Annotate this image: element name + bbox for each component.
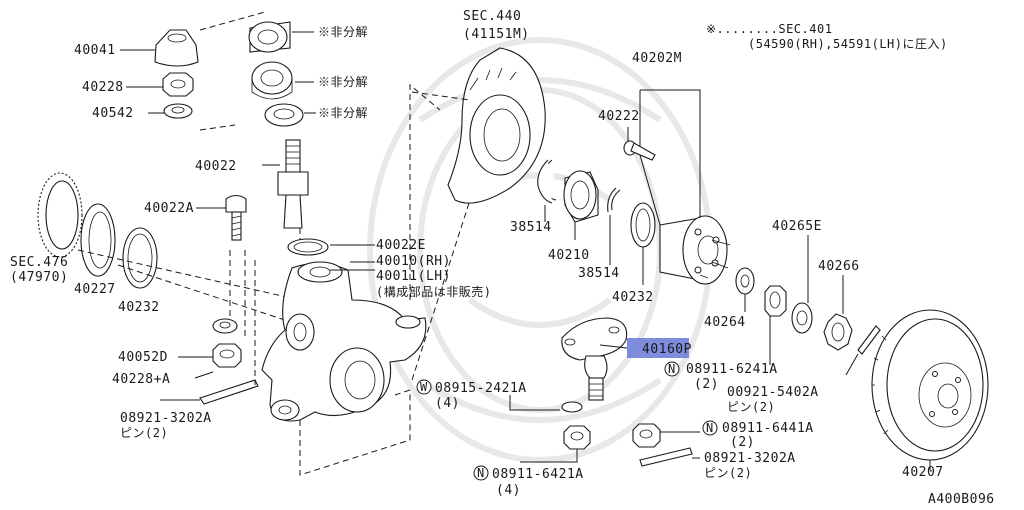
label-00921-5402a: 00921-5402A (727, 385, 819, 400)
label-40022a: 40022A (144, 201, 194, 216)
label-n-mark-c: N (706, 421, 714, 435)
part-stud-40222[interactable] (623, 140, 656, 161)
label-qty4-n: (4) (496, 483, 521, 498)
part-snap-ring-40232-right[interactable] (630, 202, 656, 248)
label-40041: 40041 (74, 43, 116, 58)
part-washer-40052d[interactable] (212, 318, 238, 334)
label-kosei-note: (構成部品は非販売) (376, 284, 491, 299)
part-boot-40041[interactable] (154, 29, 199, 67)
part-seal-lower[interactable] (264, 103, 304, 127)
part-bearing-40210[interactable] (563, 170, 599, 223)
label-nonsplit-1: ※非分解 (318, 25, 368, 39)
n-mark-icon-a (473, 465, 489, 481)
label-40266: 40266 (818, 259, 860, 274)
label-40265e: 40265E (772, 219, 822, 234)
part-knuckle-40010-40011[interactable] (261, 261, 427, 422)
label-40227: 40227 (74, 282, 116, 297)
part-lock-cap-40266[interactable] (823, 313, 853, 351)
label-pin2-left: ピン(2) (120, 426, 168, 440)
part-washer-08915-2421a[interactable] (561, 401, 583, 413)
part-bearing-upper[interactable] (248, 21, 291, 53)
label-40052d: 40052D (118, 350, 168, 365)
part-snap-ring-38514-top[interactable] (537, 159, 557, 204)
part-washer-40264[interactable] (735, 267, 755, 295)
label-sec476-sub: (47970) (10, 270, 68, 285)
label-qty2-b: (2) (694, 377, 719, 392)
part-ball-joint-40160p[interactable] (561, 317, 628, 401)
part-nut-08911-6421a[interactable] (563, 425, 591, 450)
label-08921-3202a-right: 08921-3202A (704, 451, 796, 466)
part-hub-40202m[interactable] (659, 215, 731, 285)
label-note-star: ※........SEC.401 (706, 22, 832, 36)
part-washer-40265e[interactable] (791, 302, 813, 334)
label-40202m: 40202M (632, 51, 682, 66)
label-40210: 40210 (548, 248, 590, 263)
part-nut-08911-6441a[interactable] (632, 423, 661, 448)
label-qty2-c: (2) (730, 435, 755, 450)
label-38514-top: 38514 (510, 220, 552, 235)
part-dust-shield-sec440[interactable] (447, 47, 546, 204)
label-nonsplit-3: ※非分解 (318, 106, 368, 120)
label-08911-6441a: 08911-6441A (722, 421, 814, 436)
label-note-parts: (54590(RH),54591(LH)に圧入) (748, 37, 948, 51)
part-spindle-40022[interactable] (277, 139, 309, 229)
label-sec440: SEC.440 (463, 9, 521, 24)
part-cotter-pin-left[interactable] (199, 379, 259, 405)
n-mark-icon-b (664, 361, 680, 377)
label-38514-bottom: 38514 (578, 266, 620, 281)
label-40160p[interactable]: 40160P (642, 342, 692, 357)
part-cotter-pin-00921[interactable] (857, 325, 881, 355)
part-tone-ring-sec476[interactable] (37, 172, 83, 258)
part-snap-ring-38514-bottom[interactable] (607, 187, 621, 213)
label-nonsplit-2: ※非分解 (318, 75, 368, 89)
label-40542: 40542 (92, 106, 134, 121)
label-n-mark-a: N (477, 466, 485, 480)
part-washer-40542[interactable] (163, 103, 193, 119)
label-40022e: 40022E (376, 238, 426, 253)
part-snap-ring-40232-left[interactable] (122, 227, 158, 289)
part-bearing-middle[interactable] (251, 61, 293, 100)
highlight-box (627, 338, 689, 358)
part-nut-40228a[interactable] (212, 343, 242, 368)
part-oring-40022e[interactable] (287, 238, 329, 256)
part-brake-rotor-40207[interactable] (871, 309, 989, 461)
part-nut-40228[interactable] (162, 72, 194, 97)
label-sec476: SEC.476 (10, 255, 68, 270)
label-40228a: 40228+A (112, 372, 170, 387)
label-w-mark: W (420, 380, 428, 394)
label-40222: 40222 (598, 109, 640, 124)
label-n-mark-b: N (668, 362, 676, 376)
label-40011: 40011(LH) (376, 269, 451, 284)
label-pin2-c: ピン(2) (727, 400, 775, 414)
part-nut-40265e[interactable] (764, 285, 787, 317)
w-mark-icon (416, 379, 432, 395)
label-pin2-right: ピン(2) (704, 466, 752, 480)
label-40228: 40228 (82, 80, 124, 95)
label-08911-6241a: 08911-6241A (686, 362, 778, 377)
part-bolt-40022a[interactable] (225, 194, 247, 241)
label-40264: 40264 (704, 315, 746, 330)
label-40232-right: 40232 (612, 290, 654, 305)
label-08921-3202a-left: 08921-3202A (120, 411, 212, 426)
label-40232-left: 40232 (118, 300, 160, 315)
label-40010: 40010(RH) (376, 254, 451, 269)
label-40022: 40022 (195, 159, 237, 174)
part-cotter-pin-right[interactable] (639, 447, 693, 467)
part-seal-40227[interactable] (80, 203, 116, 277)
label-40207: 40207 (902, 465, 944, 480)
label-ref: A400B096 (928, 492, 995, 507)
label-qty4-w: (4) (435, 396, 460, 411)
label-sec440-sub: (41151M) (463, 27, 530, 42)
label-08915-2421a: 08915-2421A (435, 381, 527, 396)
n-mark-icon-c (702, 420, 718, 436)
label-08911-6421a: 08911-6421A (492, 467, 584, 482)
